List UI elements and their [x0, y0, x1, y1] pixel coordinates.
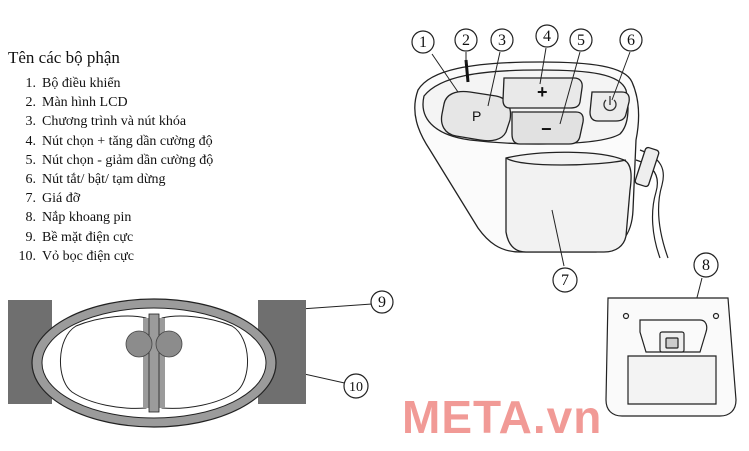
list-item: 7.Giá đỡ — [25, 191, 81, 207]
program-button[interactable]: P — [472, 108, 481, 124]
callout-numbers: 1 2 3 4 5 6 7 8 9 10 — [349, 28, 710, 395]
callout-2: 2 — [462, 32, 470, 49]
parts-title: Tên các bộ phận — [8, 48, 120, 67]
list-item: 10.Vỏ bọc điện cực — [18, 248, 134, 264]
plus-button[interactable]: + — [537, 82, 548, 102]
callout-10: 10 — [349, 380, 363, 395]
list-item: 3.Chương trình và nút khóa — [25, 114, 187, 130]
power-icon[interactable] — [603, 96, 617, 112]
callout-5: 5 — [577, 32, 585, 49]
electrode-left — [125, 330, 153, 358]
callout-6: 6 — [627, 32, 635, 49]
list-item: 9.Bề mặt điện cực — [25, 229, 134, 245]
electrode-right — [155, 330, 183, 358]
callout-9: 9 — [378, 294, 386, 311]
parts-list: 1.Bộ điều khiển 2.Màn hình LCD 3.Chương … — [8, 74, 214, 266]
controller-button-labels: P + − — [472, 82, 617, 139]
list-item: 4.Nút chọn + tăng dần cường độ — [25, 133, 213, 149]
watermark-logo: META.vn — [402, 391, 603, 443]
callout-3: 3 — [498, 32, 506, 49]
callout-8: 8 — [702, 257, 710, 274]
list-item: 2.Màn hình LCD — [25, 95, 128, 111]
callout-4: 4 — [543, 28, 551, 45]
list-item: 6.Nút tắt/ bật/ tạm dừng — [25, 171, 166, 187]
controller — [414, 61, 669, 259]
callout-circles — [343, 24, 719, 399]
list-item: 5.Nút chọn - giảm dần cường độ — [25, 152, 214, 168]
callout-1: 1 — [419, 34, 427, 51]
list-item: 8.Nắp khoang pin — [25, 210, 132, 226]
minus-button[interactable]: − — [541, 119, 552, 139]
list-item: 1.Bộ điều khiển — [25, 76, 121, 91]
parts-legend: Tên các bộ phận 1.Bộ điều khiển 2.Màn hì… — [8, 48, 213, 266]
battery-cover — [605, 297, 737, 417]
electrode-pad — [8, 298, 306, 428]
callout-7: 7 — [561, 272, 569, 289]
